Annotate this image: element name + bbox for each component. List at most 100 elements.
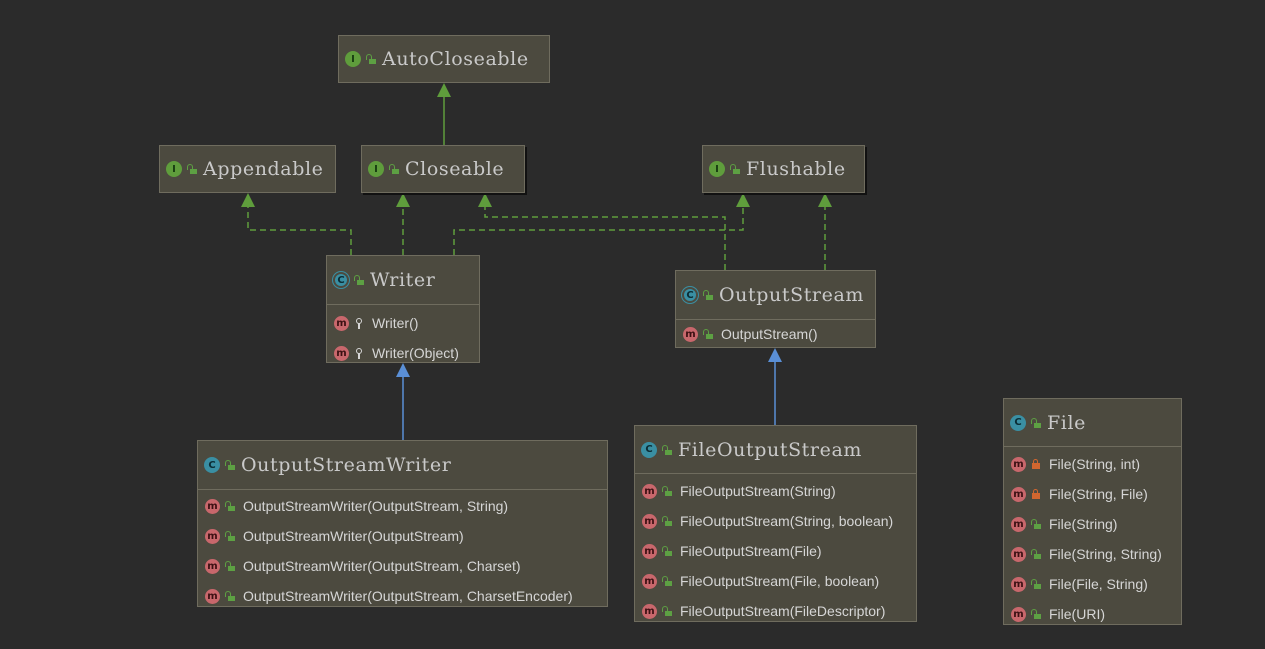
public-visibility-icon [1031, 609, 1041, 619]
edge-closeable-extends-autocloseable [437, 83, 451, 145]
method-signature: OutputStreamWriter(OutputStream, String) [243, 498, 509, 514]
method-icon: m [205, 588, 220, 604]
edge-writer-implements-closeable [396, 193, 410, 255]
public-visibility-icon [187, 164, 197, 174]
public-visibility-icon [225, 460, 235, 470]
member-row[interactable]: m FileOutputStream(File, boolean) [635, 566, 916, 596]
node-appendable[interactable]: I Appendable [159, 145, 336, 193]
member-row[interactable]: m OutputStreamWriter(OutputStream, Strin… [198, 491, 607, 521]
member-row[interactable]: m FileOutputStream(FileDescriptor) [635, 596, 916, 626]
method-signature: FileOutputStream(File, boolean) [680, 573, 880, 589]
node-header: C File [1004, 399, 1181, 447]
public-visibility-icon [389, 164, 399, 174]
node-title: Appendable [203, 158, 324, 180]
method-icon: m [334, 315, 349, 331]
method-icon: m [1011, 576, 1026, 592]
method-signature: Writer(Object) [372, 345, 459, 361]
member-row[interactable]: m Writer(Object) [327, 338, 479, 368]
edge-outputstreamwriter-extends-writer [396, 363, 410, 440]
interface-icon: I [345, 51, 361, 67]
node-header: C FileOutputStream [635, 426, 916, 474]
node-file[interactable]: C File m File(String, int) m File(String… [1003, 398, 1182, 625]
node-flushable[interactable]: I Flushable [702, 145, 865, 193]
edge-fileoutputstream-extends-outputstream [768, 348, 782, 425]
member-list: m OutputStreamWriter(OutputStream, Strin… [198, 490, 607, 611]
interface-icon: I [166, 161, 182, 177]
method-signature: FileOutputStream(FileDescriptor) [680, 603, 886, 619]
public-visibility-icon [225, 561, 235, 571]
node-title: Writer [370, 269, 436, 291]
member-row[interactable]: m OutputStreamWriter(OutputStream) [198, 521, 607, 551]
edge-writer-implements-appendable [241, 193, 352, 255]
interface-icon: I [709, 161, 725, 177]
class-icon: C [641, 441, 657, 458]
member-row[interactable]: m FileOutputStream(File) [635, 536, 916, 566]
member-row[interactable]: m File(String, File) [1004, 479, 1181, 509]
method-signature: File(URI) [1049, 606, 1105, 622]
public-visibility-icon [225, 591, 235, 601]
node-header: I Appendable [160, 146, 335, 192]
member-row[interactable]: m File(String, int) [1004, 449, 1181, 479]
member-list: m Writer() m Writer(Object) [327, 305, 479, 368]
member-row[interactable]: m Writer() [327, 308, 479, 338]
member-row[interactable]: m FileOutputStream(String) [635, 476, 916, 506]
member-row[interactable]: m OutputStreamWriter(OutputStream, Chars… [198, 581, 607, 611]
edge-outputstream-implements-closeable [478, 193, 726, 270]
node-title: FileOutputStream [678, 438, 862, 461]
public-visibility-icon [662, 516, 672, 526]
member-list: m FileOutputStream(String) m FileOutputS… [635, 474, 916, 626]
node-header: C Writer [327, 256, 479, 305]
method-signature: File(String, String) [1049, 546, 1162, 562]
public-visibility-icon [1031, 519, 1041, 529]
abstract-class-icon: C [682, 287, 698, 303]
node-writer[interactable]: C Writer m Writer() m Writer(Object) [326, 255, 480, 363]
node-autocloseable[interactable]: I AutoCloseable [338, 35, 550, 83]
method-signature: OutputStreamWriter(OutputStream, Charset… [243, 558, 521, 574]
method-signature: Writer() [372, 315, 419, 331]
public-visibility-icon [662, 576, 672, 586]
member-row[interactable]: m File(String, String) [1004, 539, 1181, 569]
node-closeable[interactable]: I Closeable [361, 145, 525, 193]
method-icon: m [205, 558, 220, 574]
class-icon: C [204, 457, 220, 473]
protected-visibility-icon [354, 318, 364, 329]
public-visibility-icon [662, 606, 672, 616]
node-header: I Flushable [703, 146, 864, 192]
member-row[interactable]: m OutputStreamWriter(OutputStream, Chars… [198, 551, 607, 581]
member-row[interactable]: m FileOutputStream(String, boolean) [635, 506, 916, 536]
method-signature: File(String, int) [1049, 456, 1141, 472]
method-icon: m [334, 345, 349, 361]
method-icon: m [642, 543, 657, 559]
method-signature: FileOutputStream(File) [680, 543, 822, 559]
node-fileoutputstream[interactable]: C FileOutputStream m FileOutputStream(St… [634, 425, 917, 622]
private-visibility-icon [1031, 459, 1041, 469]
node-outputstream[interactable]: C OutputStream m OutputStream() [675, 270, 876, 348]
class-icon: C [1010, 414, 1026, 431]
public-visibility-icon [703, 329, 713, 339]
member-row[interactable]: m File(File, String) [1004, 569, 1181, 599]
method-icon: m [1011, 486, 1026, 502]
member-row[interactable]: m File(String) [1004, 509, 1181, 539]
member-row[interactable]: m File(URI) [1004, 599, 1181, 629]
public-visibility-icon [662, 444, 672, 455]
method-signature: File(File, String) [1049, 576, 1148, 592]
method-icon: m [642, 513, 657, 529]
method-signature: OutputStreamWriter(OutputStream, Charset… [243, 588, 573, 604]
public-visibility-icon [1031, 549, 1041, 559]
node-header: I AutoCloseable [339, 36, 549, 82]
node-outputstreamwriter[interactable]: C OutputStreamWriter m OutputStreamWrite… [197, 440, 608, 607]
public-visibility-icon [703, 290, 713, 300]
public-visibility-icon [1031, 417, 1041, 428]
method-icon: m [642, 573, 657, 589]
public-visibility-icon [225, 501, 235, 511]
node-title: AutoCloseable [382, 48, 529, 70]
node-title: File [1047, 411, 1086, 434]
node-header: C OutputStreamWriter [198, 441, 607, 490]
method-signature: FileOutputStream(String) [680, 483, 836, 499]
node-title: OutputStreamWriter [241, 454, 452, 476]
method-signature: OutputStream() [721, 326, 818, 342]
public-visibility-icon [366, 54, 376, 64]
member-row[interactable]: m OutputStream() [676, 320, 875, 348]
node-header: C OutputStream [676, 271, 875, 320]
node-title: Closeable [405, 158, 505, 180]
